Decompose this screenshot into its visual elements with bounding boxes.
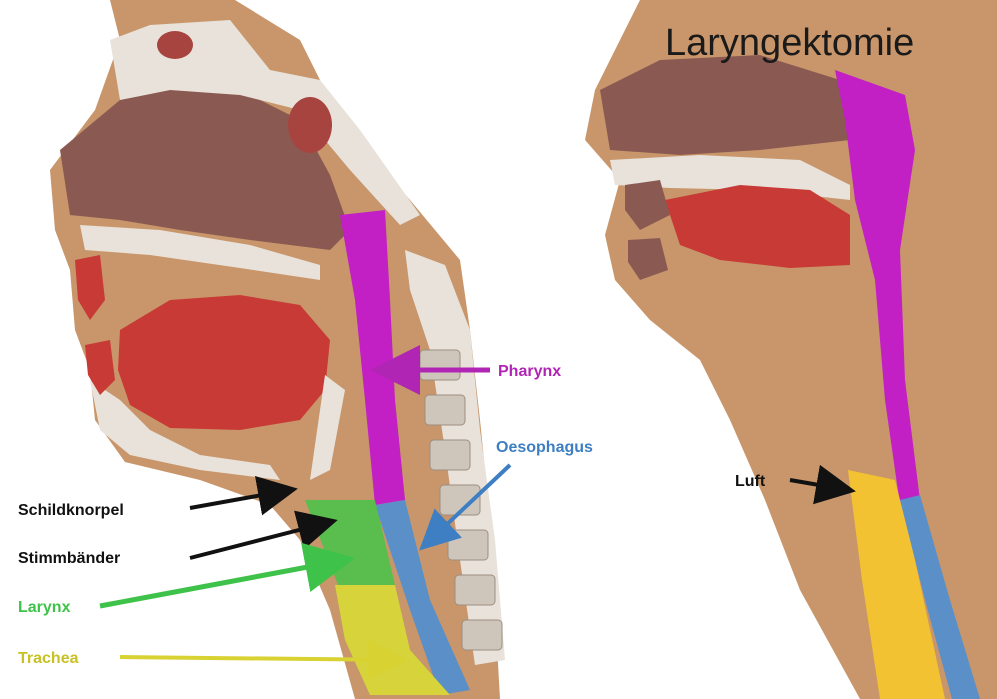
label-schildknorpel: Schildknorpel [18,502,124,519]
label-stimmbaender: Stimmbänder [18,550,120,567]
sinus-left [157,31,193,59]
larynx-arrow [100,560,345,606]
right-head-figure [585,0,997,699]
label-trachea: Trachea [18,650,79,667]
label-oesophagus: Oesophagus [496,439,593,456]
label-larynx: Larynx [18,599,71,616]
tongue [118,295,330,430]
diagram-title: Laryngektomie [665,22,914,64]
label-luft: Luft [735,473,766,490]
left-head-figure [50,0,505,699]
sinus-right [288,97,332,153]
label-pharynx: Pharynx [498,363,561,380]
